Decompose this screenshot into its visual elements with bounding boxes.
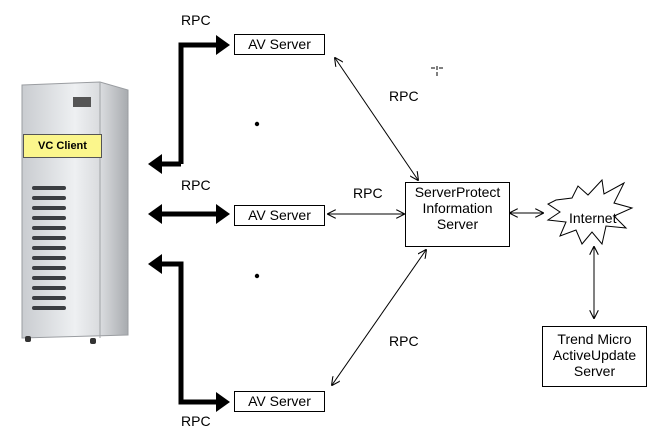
vc-client-label: VC Client: [23, 134, 102, 158]
internet-cloud-icon: [546, 178, 634, 246]
internet-label: Internet: [569, 210, 617, 226]
av-server-label: AV Server: [248, 36, 311, 52]
activeupdate-line2: ActiveUpdate: [552, 347, 637, 363]
rpc-label-middle-horizontal: RPC: [353, 185, 383, 201]
crosshair-cursor-icon: [431, 66, 443, 76]
info-server-line3: Server: [436, 216, 479, 232]
rpc-label-client-top: RPC: [181, 12, 211, 28]
rpc-label-top-diagonal: RPC: [389, 88, 419, 104]
thick-arrow-top: [148, 35, 230, 174]
activeupdate-line1: Trend Micro: [557, 331, 632, 347]
av-server-label: AV Server: [248, 393, 311, 409]
server-tower-icon: [21, 81, 129, 344]
activeupdate-server-box[interactable]: Trend Micro ActiveUpdate Server: [542, 326, 647, 387]
tower-vent-grille: [32, 186, 66, 310]
av-server-label: AV Server: [248, 207, 311, 223]
info-server-box[interactable]: ServerProtect Information Server: [405, 182, 510, 247]
activeupdate-line3: Server: [573, 363, 616, 379]
thick-arrow-bottom: [148, 254, 230, 412]
info-server-line1: ServerProtect: [414, 184, 501, 200]
av-server-box-top[interactable]: AV Server: [234, 34, 325, 55]
rpc-label-client-bottom: RPC: [181, 413, 211, 429]
connector-bottom-av-to-info: [332, 250, 426, 385]
av-server-box-middle[interactable]: AV Server: [234, 205, 325, 226]
connector-top-av-to-info: [335, 58, 418, 180]
rpc-label-client-middle: RPC: [181, 177, 211, 193]
ellipsis-dot: [254, 121, 260, 127]
av-server-box-bottom[interactable]: AV Server: [234, 391, 325, 412]
ellipsis-dot: [254, 273, 260, 279]
info-server-line2: Information: [422, 200, 493, 216]
rpc-label-bottom-diagonal: RPC: [389, 333, 419, 349]
thick-arrow-middle: [148, 204, 230, 224]
